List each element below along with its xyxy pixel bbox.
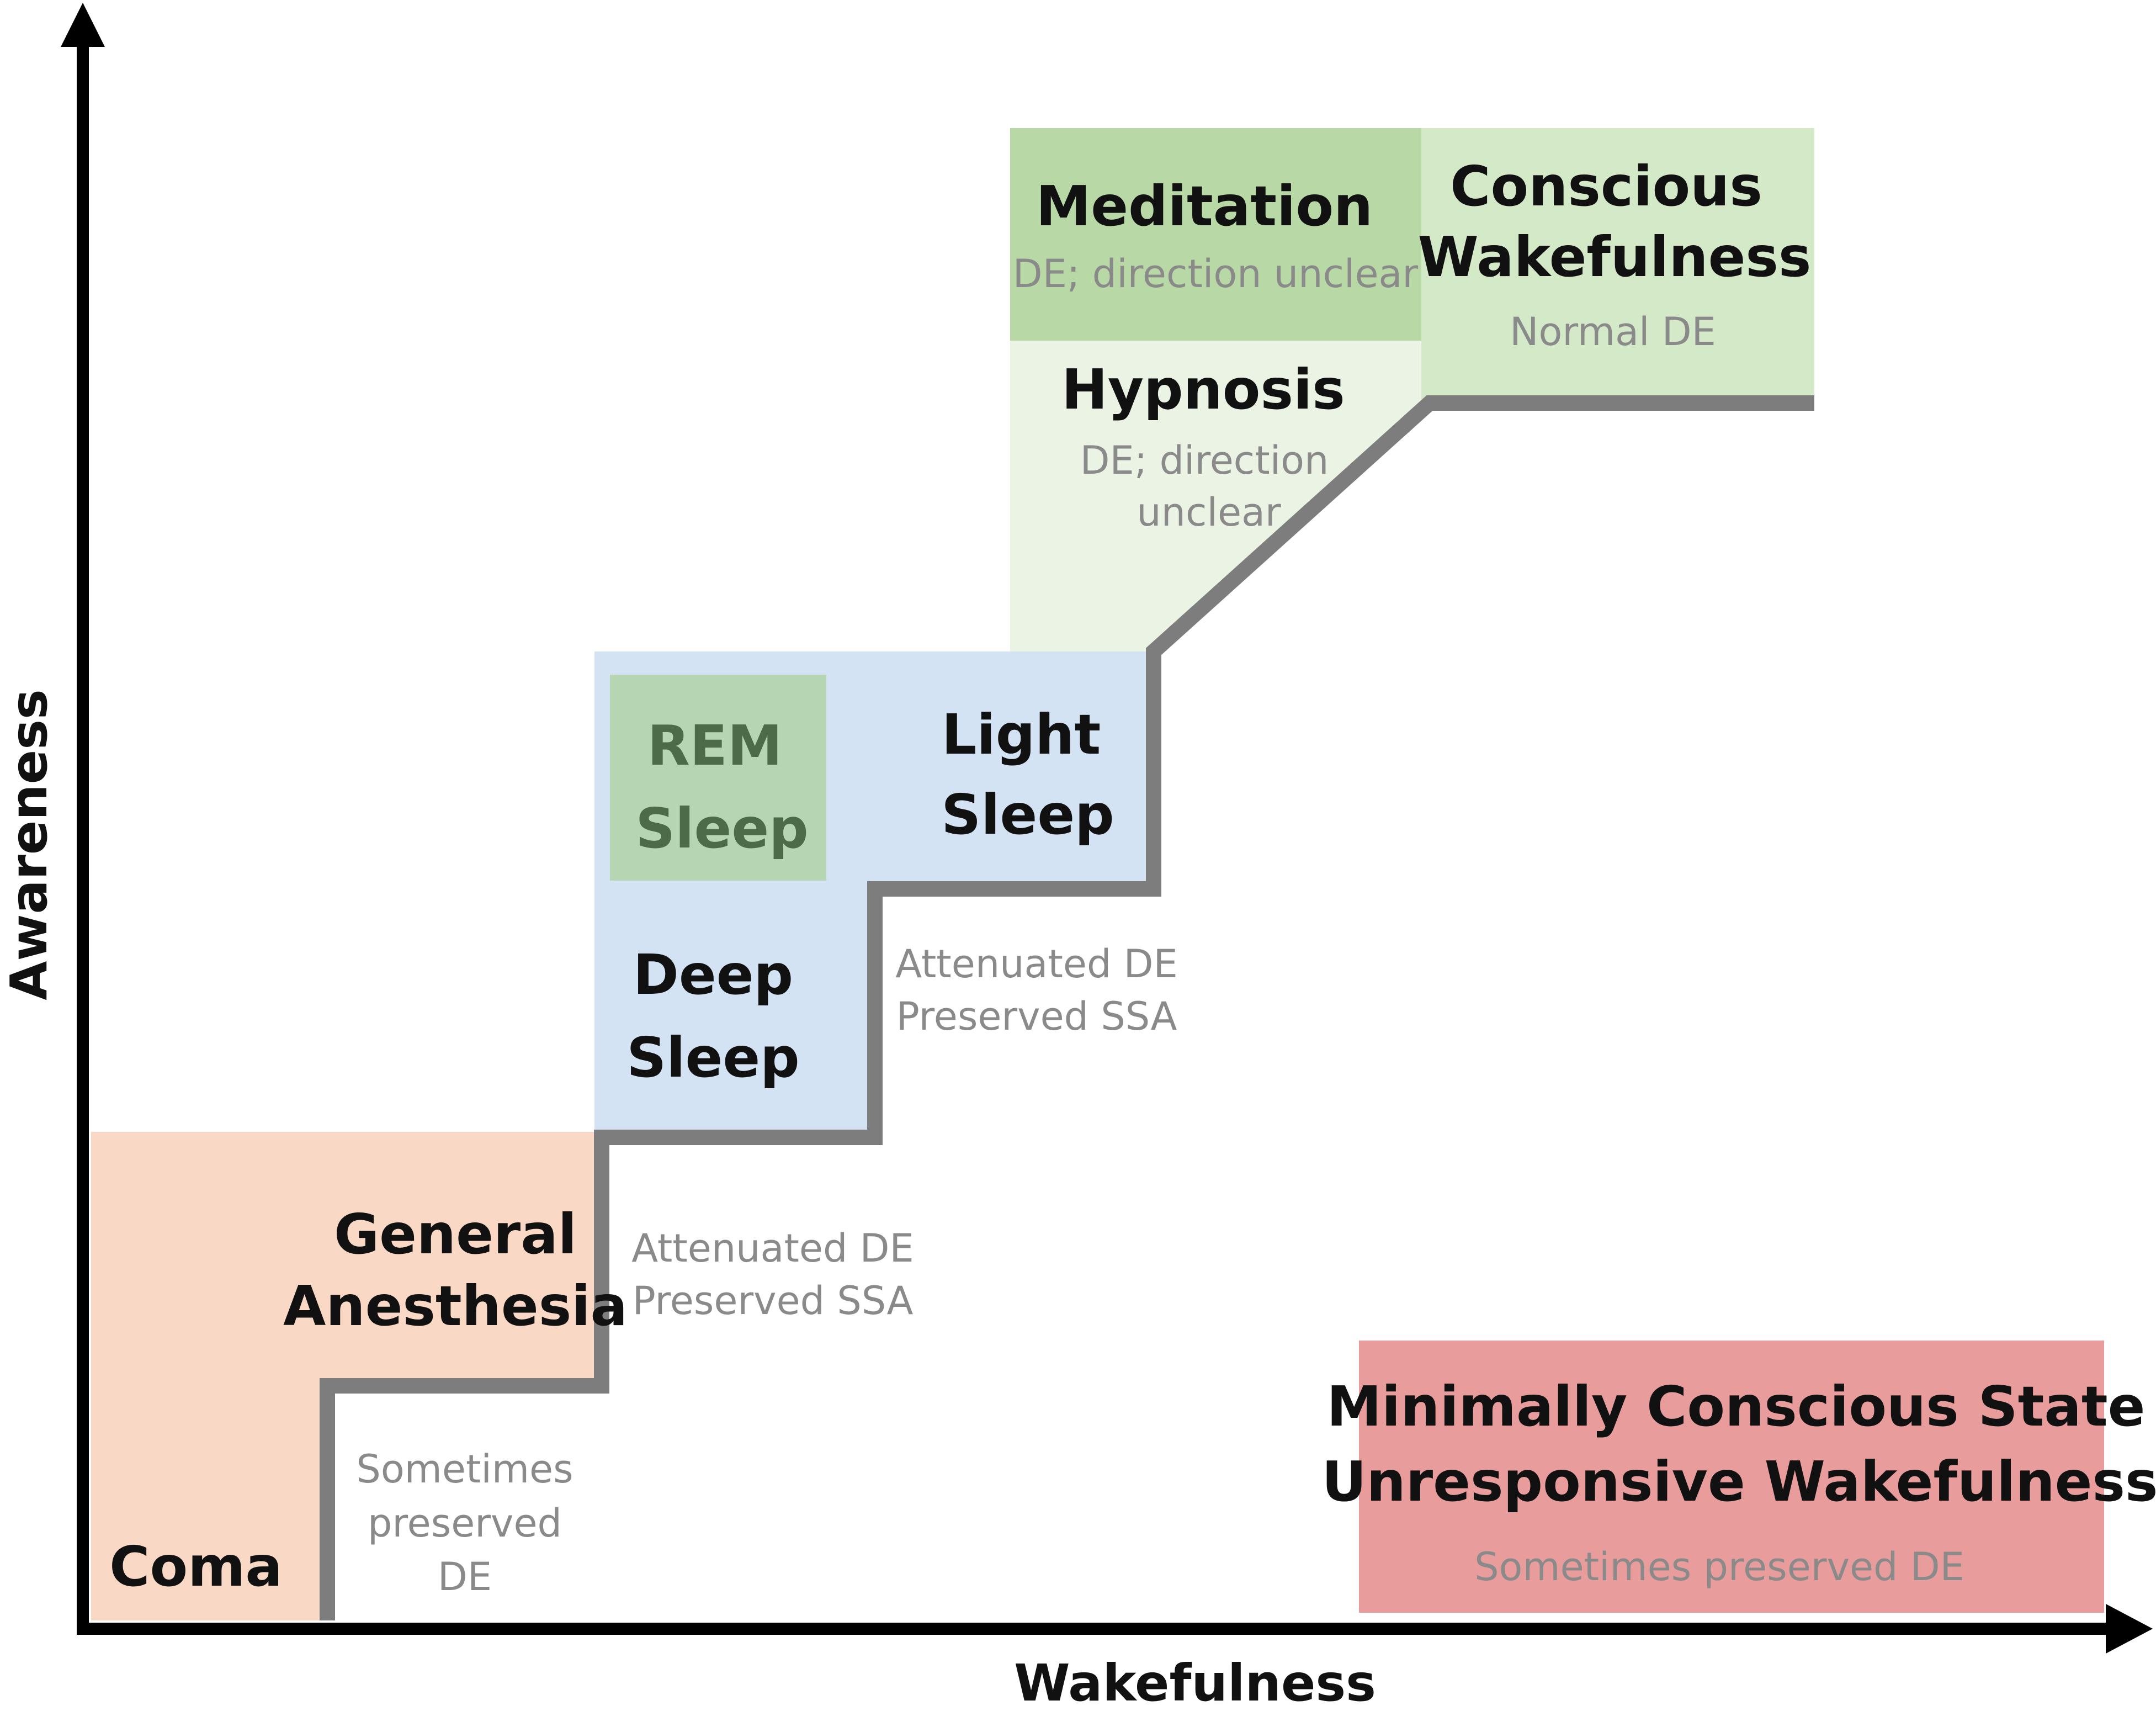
- rem-sleep-title-line1: REM: [647, 713, 783, 778]
- light-sleep-title-line1: Light: [942, 702, 1101, 767]
- rem-sleep-title-line2: Sleep: [635, 796, 809, 861]
- mcs-title-line2: Unresponsive Wakefulness: [1321, 1449, 2156, 1514]
- coma-step-note-line1: Sometimes: [356, 1447, 573, 1492]
- coma-step-note-line2: preserved: [368, 1501, 562, 1546]
- light-sleep-title-line2: Sleep: [941, 782, 1114, 847]
- general-anesthesia-title-line2: Anesthesia: [283, 1274, 628, 1338]
- mcs-note: Sometimes preserved DE: [1474, 1544, 1964, 1590]
- hypnosis-note-line1: DE; direction: [1080, 438, 1329, 483]
- y-axis-label: Awareness: [0, 689, 59, 1000]
- hypnosis-note-line2: unclear: [1137, 490, 1281, 535]
- hypnosis-title: Hypnosis: [1061, 357, 1345, 422]
- y-axis-arrow: [61, 3, 105, 47]
- coma-step-note-line3: DE: [438, 1554, 492, 1599]
- deep-sleep-title-line1: Deep: [633, 942, 793, 1007]
- below-staircase-area: [327, 403, 1814, 1620]
- mcs-box-redraw: [1359, 1341, 2104, 1613]
- coma-title: Coma: [109, 1534, 283, 1599]
- rem-sleep-box: [610, 675, 826, 881]
- anesthesia-step-note-line2: Preserved SSA: [633, 1278, 914, 1323]
- mcs-title-line1: Minimally Conscious State: [1326, 1374, 2145, 1439]
- deep-sleep-step-note-line2: Preserved SSA: [896, 994, 1177, 1039]
- conscious-wakefulness-box: [1421, 128, 1814, 404]
- x-axis-arrow: [2106, 1604, 2153, 1654]
- deep-sleep-title-line2: Sleep: [626, 1025, 800, 1090]
- anesthesia-step-note-line1: Attenuated DE: [631, 1226, 914, 1271]
- conscious-wakefulness-title-line2: Wakefulness: [1418, 225, 1812, 289]
- staircase-path: [320, 395, 1814, 1620]
- conscious-wakefulness-note: Normal DE: [1510, 309, 1716, 354]
- conscious-wakefulness-title-line1: Conscious: [1450, 154, 1762, 219]
- x-axis-label: Wakefulness: [1014, 1654, 1376, 1711]
- meditation-title: Meditation: [1036, 174, 1373, 239]
- deep-sleep-step-note-line1: Attenuated DE: [895, 941, 1178, 987]
- meditation-box: [1010, 128, 1421, 341]
- general-anesthesia-title-line1: General: [334, 1202, 577, 1267]
- meditation-note: DE; direction unclear: [1013, 251, 1419, 296]
